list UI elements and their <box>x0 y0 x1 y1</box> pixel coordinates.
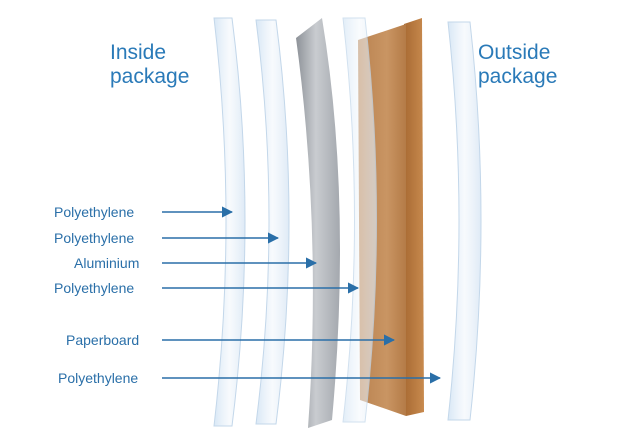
layer-label-polyethylene-3: Polyethylene <box>54 280 135 296</box>
outside-heading-line-2: package <box>478 65 558 88</box>
aluminium-layer <box>296 18 340 428</box>
paperboard-edge <box>404 18 424 416</box>
layer-label-polyethylene-4: Polyethylene <box>58 370 139 386</box>
inside-heading-line-1: Inside <box>110 41 167 64</box>
polyethylene-layer-4 <box>342 17 377 423</box>
polyethylene-layer-2 <box>255 19 290 425</box>
layer-label-polyethylene-1: Polyethylene <box>54 204 135 220</box>
layer-label-polyethylene-2: Polyethylene <box>54 230 135 246</box>
outside-package-heading: Outside package <box>478 41 557 89</box>
outer-polyethylene-layer <box>447 21 482 421</box>
layer-label-paperboard: Paperboard <box>66 332 140 348</box>
outside-heading-line-1: Outside <box>478 41 551 64</box>
inside-heading-line-2: package <box>110 65 190 88</box>
inside-package-heading: Inside package <box>110 41 189 89</box>
polyethylene-layer-1 <box>213 17 246 427</box>
layer-label-aluminium: Aluminium <box>74 255 140 271</box>
